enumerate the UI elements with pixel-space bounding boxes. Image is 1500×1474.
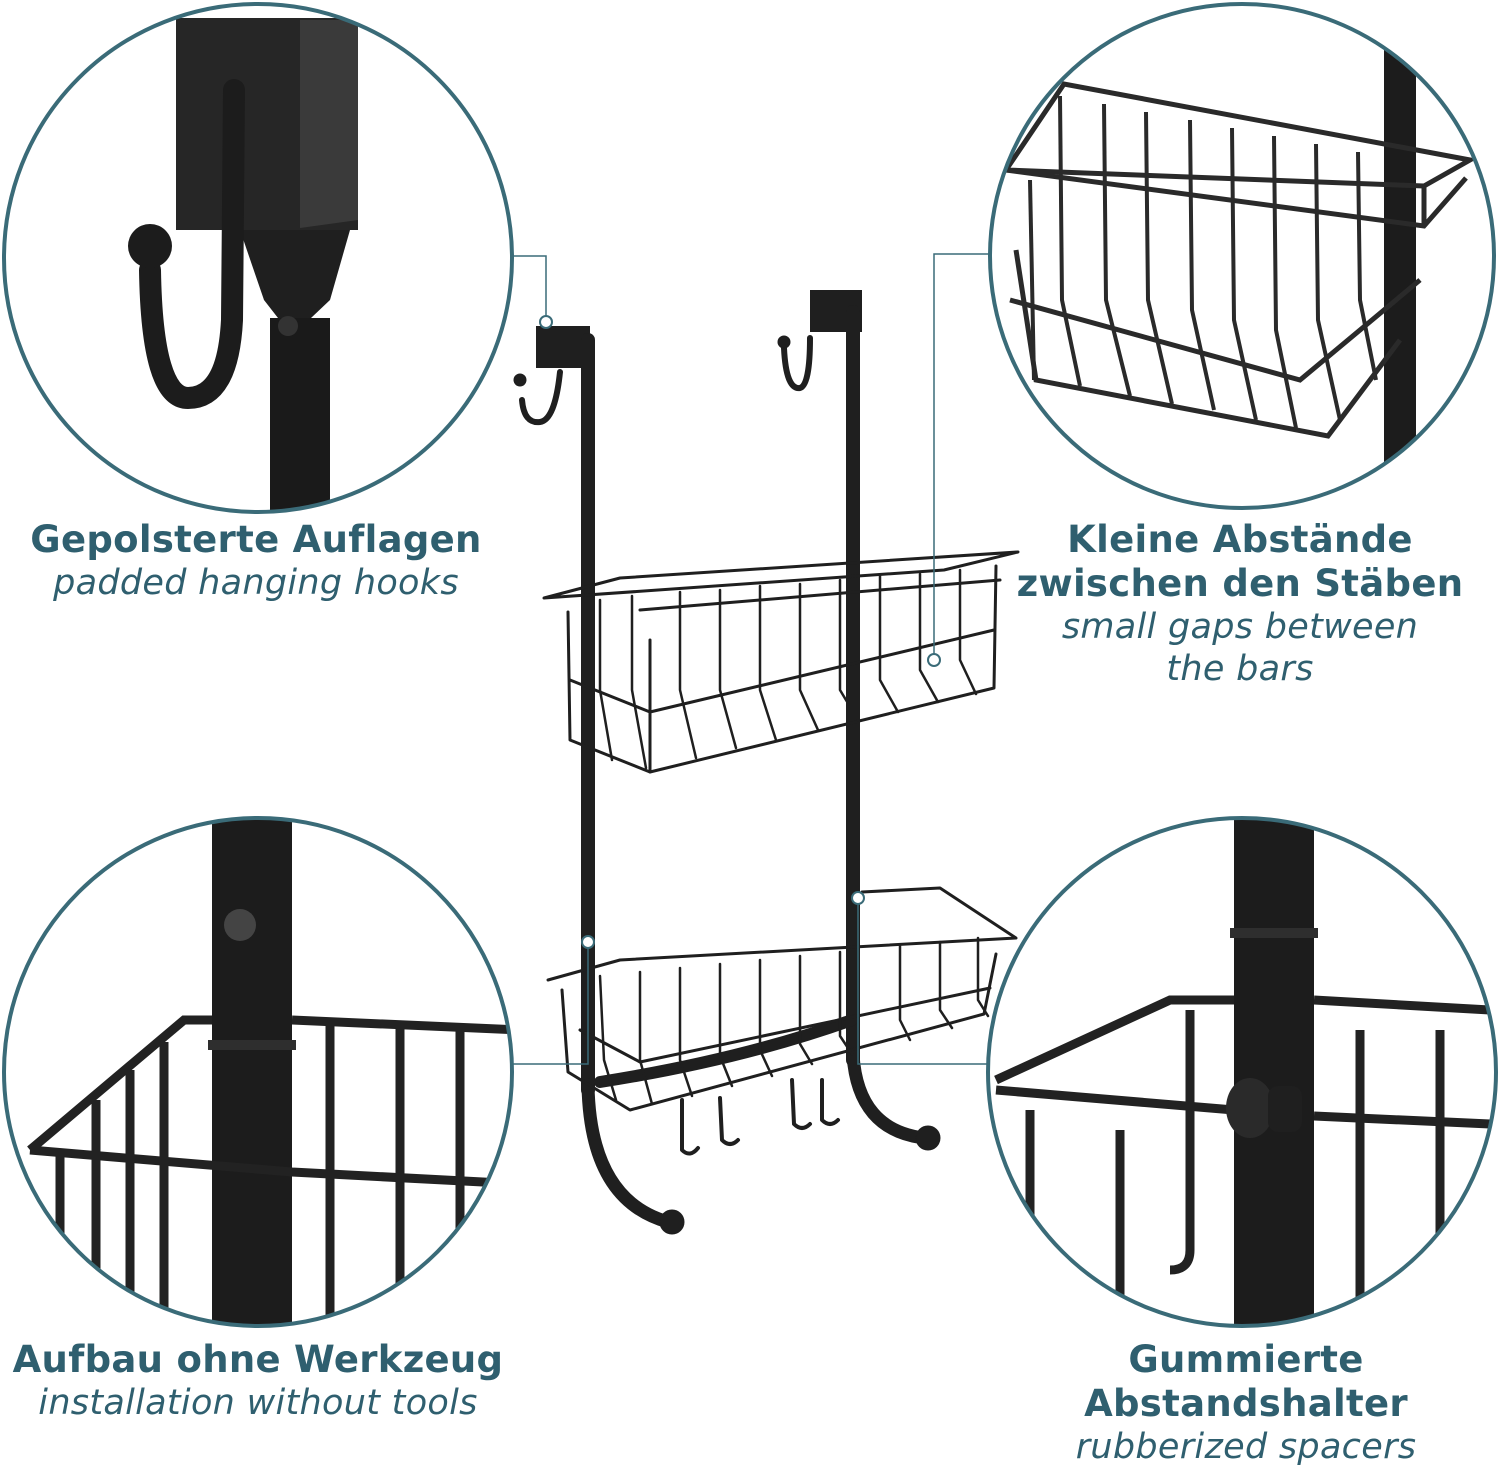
detail-circle-4 [986,816,1498,1328]
caption-de-line1: Kleine Abstände [1067,518,1413,561]
upper-basket-bars [598,568,978,770]
lower-basket-bars [598,936,990,1106]
detail-basket-image [990,4,1494,508]
caption-de-line1: Gummierte [1128,1338,1364,1381]
caption-de: Aufbau ohne Werkzeug [12,1338,504,1381]
detail-circle-3 [2,816,514,1328]
caption-de-line2: Abstandshalter [1084,1382,1408,1425]
caption-de-line2: zwischen den Stäben [1016,562,1464,605]
detail-circle-1 [2,2,514,514]
caption-no-tools: Aufbau ohne Werkzeug installation withou… [0,1338,516,1424]
caption-en-line1: small gaps between [1061,607,1419,647]
detail-hook-image [4,4,512,512]
product-image [513,290,1020,1235]
connector-dots [539,315,941,949]
detail-circle-2 [988,2,1496,510]
caption-en: rubberized spacers [1075,1427,1417,1467]
caption-en: installation without tools [38,1383,478,1423]
caption-de: Gepolsterte Auflagen [30,518,482,561]
caption-en-line2: the bars [1166,649,1314,689]
caption-small-gaps: Kleine Abstände zwischen den Stäben smal… [980,518,1500,690]
caption-rubber-spacers: Gummierte Abstandshalter rubberized spac… [996,1338,1496,1468]
detail-spacer-image [988,818,1496,1326]
connector-lines [512,253,996,1065]
caption-padded-hooks: Gepolsterte Auflagen padded hanging hook… [0,518,512,604]
caption-en: padded hanging hooks [53,563,459,603]
